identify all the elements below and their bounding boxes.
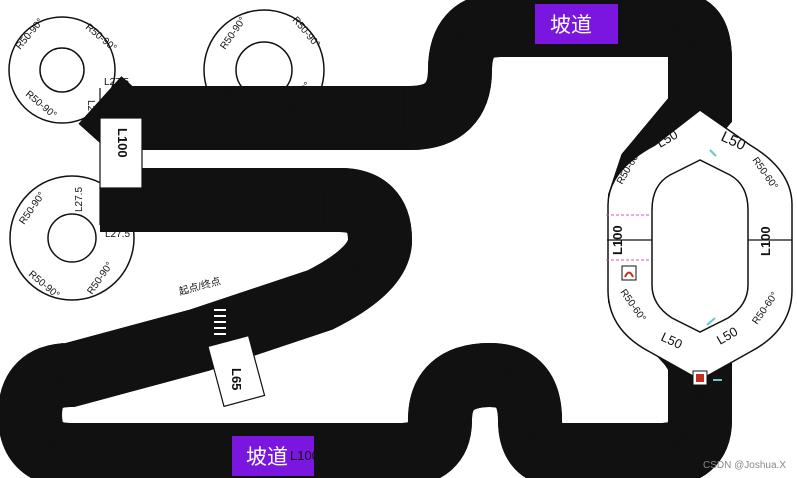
label-l1: L1 [380,448,394,463]
hex-markers [606,149,722,386]
label-l100: L100 [202,448,231,463]
label-r50-90: R50-90° [17,190,47,226]
label-r50-45: R50-45° [352,262,386,272]
label-l45: L45 [126,343,148,358]
hexagon-track [607,109,793,381]
label-l27-5: L27.5 [104,77,129,88]
watermark: CSDN @Joshua.X [703,460,786,471]
start-finish-label: 起点/终点 [177,274,222,298]
label-l100: L100 [115,128,130,158]
label-l100: L100 [270,300,300,315]
label-l100: L100 [758,226,773,256]
label-l100: L100 [290,448,319,463]
start-finish-line [214,305,226,339]
label-r50-90: R50-90° [218,15,248,51]
label-l100: L100 [124,198,154,213]
label-l100: L100 [216,200,246,215]
label-l27-5: L27.5 [105,229,130,240]
label-r50-90: R50-90° [83,22,118,54]
label-r50-90: R50-90° [85,260,115,296]
label-l27-5: L27.5 [74,187,85,212]
vertical-link-l100 [99,117,143,189]
label-r50-90: R50-90° [23,89,58,121]
label-l100: L100 [610,225,625,255]
stub-l65 [207,334,266,408]
label-r50-45: R50-45° [18,392,52,402]
label-l60-8: L60.8 [75,356,108,371]
label-l45: L45 [148,105,170,120]
label-l27-5: L27.5 [85,100,96,125]
label-l45: L45 [372,105,394,120]
label-l65: L65 [229,368,244,390]
label-l100: L100 [170,326,200,341]
label-r50-90: R50-90° [290,15,322,50]
ramp-bottom [232,436,314,476]
ramp-top-label: 坡道 [550,13,592,37]
label-l45: L45 [292,199,314,214]
ramp-top [535,4,618,44]
track-body [8,9,325,301]
route-band [0,0,732,478]
label-s50: S50 [692,392,710,403]
label-s50: S50 [692,85,710,96]
label-r50-90: R50-90° [14,17,46,52]
label-l100: L100 [100,448,130,463]
ramp-bottom-label: 坡道 [246,445,288,469]
